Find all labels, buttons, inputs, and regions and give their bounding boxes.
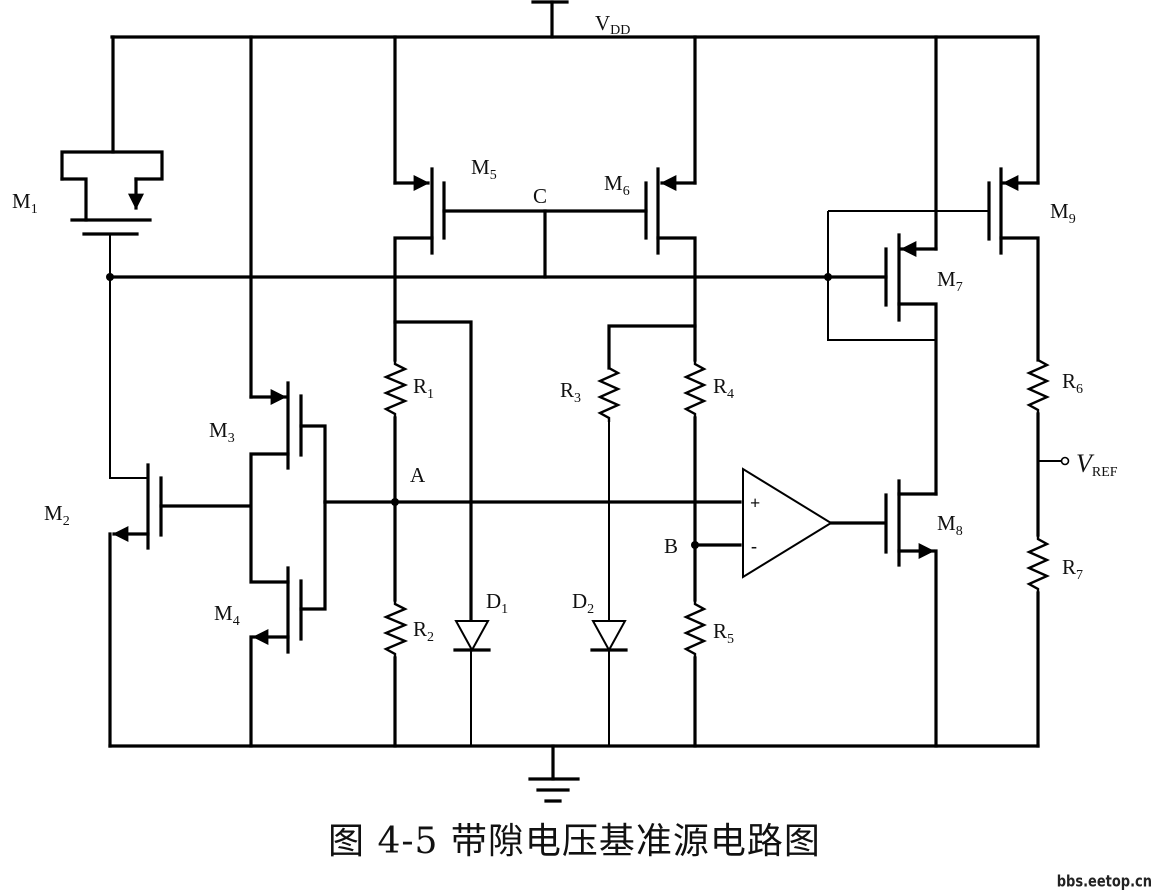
m1-label: M1 bbox=[12, 189, 38, 217]
node-c-label: C bbox=[533, 184, 547, 208]
m7-label: M7 bbox=[937, 267, 963, 295]
vdd-supply: VDD bbox=[531, 0, 630, 39]
transistor-m1: M1 bbox=[12, 35, 164, 277]
vdd-label: VDD bbox=[595, 11, 630, 38]
m9-label: M9 bbox=[1050, 199, 1076, 227]
junction-dot bbox=[824, 273, 832, 281]
node-b-label: B bbox=[664, 534, 678, 558]
vref-terminal-icon bbox=[1060, 456, 1070, 466]
node-b-dot bbox=[691, 541, 699, 549]
opamp: + - bbox=[742, 467, 887, 579]
r1-label: R1 bbox=[413, 374, 434, 402]
m4-label: M4 bbox=[214, 601, 240, 629]
watermark: bbs.eetop.cn bbox=[1056, 873, 1152, 892]
m5-label: M5 bbox=[471, 155, 497, 183]
d2-label: D2 bbox=[572, 589, 594, 617]
r3-label: R3 bbox=[560, 378, 581, 406]
opamp-plus: + bbox=[750, 493, 760, 513]
resistor-r5: R5 bbox=[683, 600, 734, 748]
diode-d1: D1 bbox=[453, 589, 508, 746]
d1-label: D1 bbox=[486, 589, 508, 617]
transistor-m3: M3 bbox=[209, 35, 327, 584]
m8-label: M8 bbox=[937, 511, 963, 539]
r3-wire bbox=[607, 324, 697, 370]
m3-label: M3 bbox=[209, 418, 235, 446]
transistor-m2: M2 bbox=[44, 277, 252, 748]
diode-d2: D2 bbox=[572, 589, 628, 746]
transistor-m8: M8 bbox=[884, 479, 963, 748]
resistor-r1: R1 bbox=[382, 360, 434, 504]
transistor-m6: M6 bbox=[604, 35, 697, 362]
figure-caption: 图 4-5 带隙电压基准源电路图 bbox=[328, 821, 821, 862]
transistor-m7: M7 bbox=[826, 35, 963, 496]
r6-label: R6 bbox=[1062, 369, 1083, 397]
r5-label: R5 bbox=[713, 619, 734, 647]
transistor-m5: M5 bbox=[393, 35, 497, 362]
vref-label: VREF bbox=[1076, 449, 1118, 480]
resistor-r7: R7 bbox=[1026, 535, 1083, 748]
r7-label: R7 bbox=[1062, 555, 1083, 583]
vref-output: VREF bbox=[1038, 449, 1118, 480]
resistor-r3: R3 bbox=[560, 364, 621, 621]
d1-wire bbox=[393, 320, 473, 622]
m2-label: M2 bbox=[44, 501, 70, 529]
r4-label: R4 bbox=[713, 374, 734, 402]
m6-label: M6 bbox=[604, 171, 630, 199]
transistor-m4: M4 bbox=[214, 500, 327, 748]
node-a-label: A bbox=[410, 463, 426, 487]
resistor-r4: R4 bbox=[683, 360, 734, 602]
r2-label: R2 bbox=[413, 617, 434, 645]
resistor-r6: R6 bbox=[1026, 356, 1083, 537]
resistor-r2: R2 bbox=[382, 500, 434, 748]
ground-symbol bbox=[528, 744, 580, 803]
opamp-minus: - bbox=[751, 536, 757, 556]
transistor-m9: M9 bbox=[828, 35, 1076, 362]
